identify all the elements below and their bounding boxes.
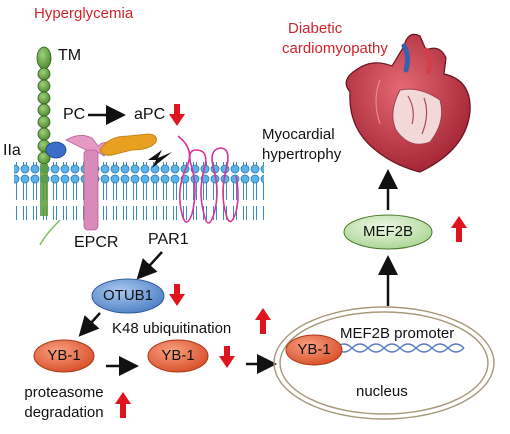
yb1-oval-1 xyxy=(33,339,95,373)
red-down-arrow-otub1 xyxy=(169,284,185,306)
red-up-arrow-mef2b xyxy=(451,216,467,242)
yb1-oval-nucleus xyxy=(285,334,343,366)
par1-to-otub1-arrow xyxy=(136,251,163,280)
apc-ligand xyxy=(99,133,157,156)
nucleus-envelope xyxy=(273,306,495,420)
red-up-arrow-proteasome xyxy=(115,392,131,418)
otub1-oval xyxy=(91,278,165,314)
mef2b-oval xyxy=(343,214,433,250)
red-down-arrow-yb1 xyxy=(219,346,235,368)
red-down-arrow-apc xyxy=(169,104,185,126)
epcr-tail xyxy=(39,219,61,246)
heart-illustration xyxy=(345,33,471,173)
red-up-arrow-k48 xyxy=(255,308,271,334)
cleavage-bolt xyxy=(148,150,172,168)
thrombin-iia xyxy=(45,141,67,159)
yb1-oval-2 xyxy=(147,339,209,373)
otub1-to-yb1-arrow xyxy=(78,312,101,337)
par1-serpentine xyxy=(177,135,239,224)
tm-chain xyxy=(36,46,52,216)
dna-helix xyxy=(335,343,465,353)
